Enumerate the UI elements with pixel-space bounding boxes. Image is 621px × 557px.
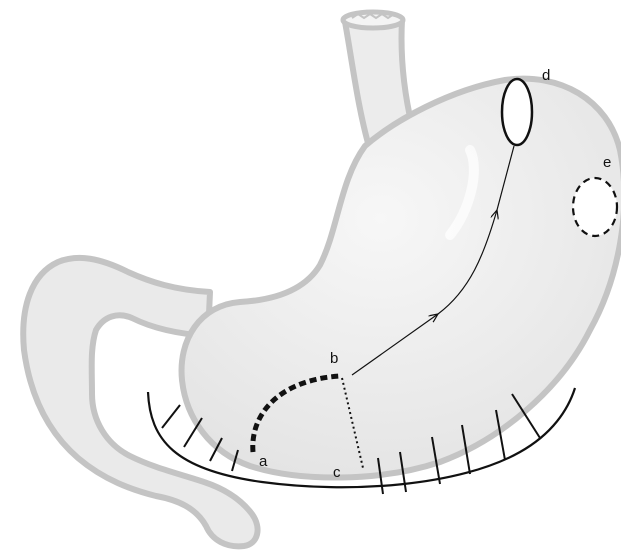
label-d: d	[542, 67, 550, 84]
stomach-body	[182, 79, 621, 478]
label-a: a	[259, 453, 268, 470]
circle-e	[573, 178, 617, 236]
ellipse-d	[502, 79, 532, 145]
label-b: b	[330, 350, 338, 367]
label-c: c	[333, 464, 341, 481]
label-e: e	[603, 154, 611, 171]
